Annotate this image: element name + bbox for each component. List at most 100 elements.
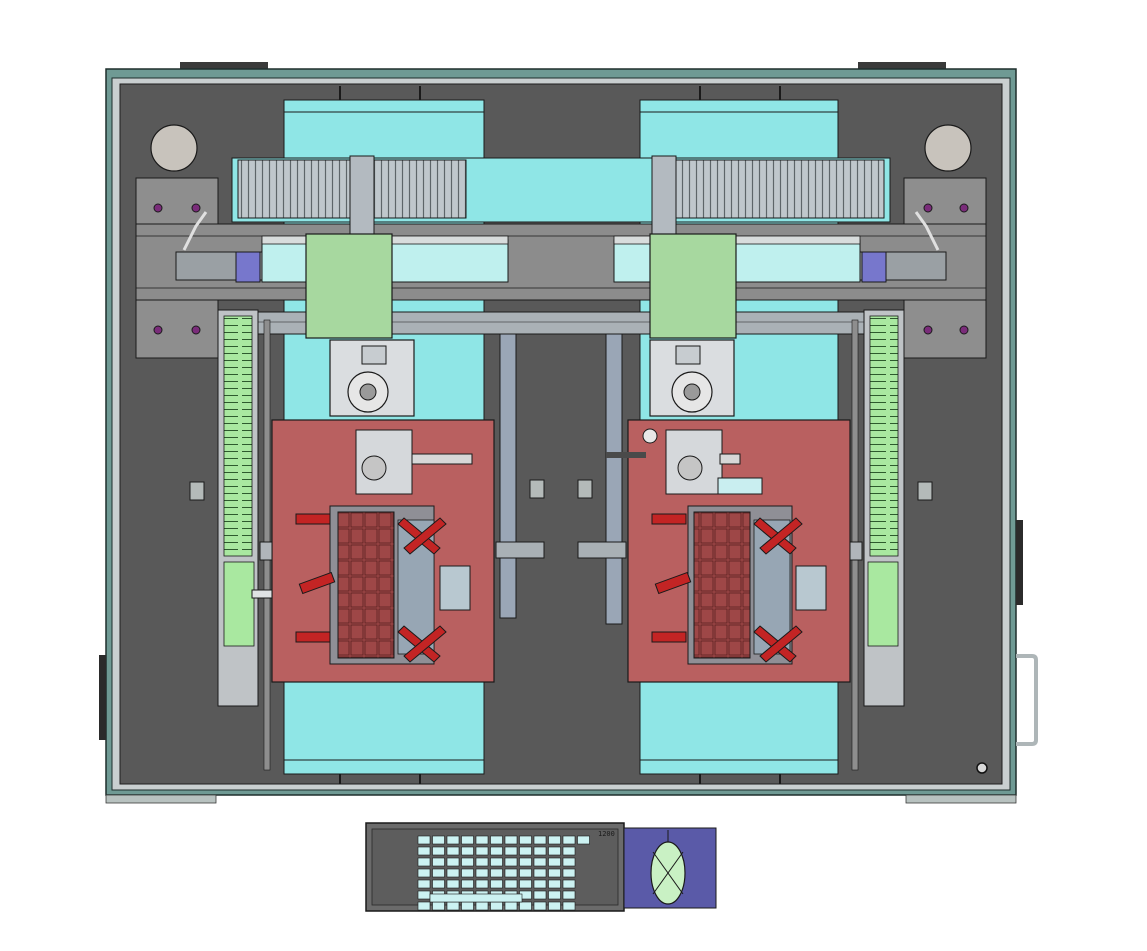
key[interactable]: [577, 835, 590, 845]
door-handle-icon[interactable]: [1016, 654, 1038, 746]
key[interactable]: [548, 846, 561, 856]
side-tab-right: [1016, 520, 1023, 605]
key[interactable]: [446, 901, 460, 911]
key[interactable]: [432, 835, 445, 845]
key[interactable]: [504, 879, 518, 889]
fin-module-right: [655, 159, 885, 219]
key[interactable]: [475, 846, 489, 856]
key[interactable]: [562, 901, 576, 911]
center-rail-right: [605, 333, 623, 625]
key[interactable]: [504, 857, 518, 867]
key[interactable]: [533, 846, 547, 856]
carriage-left: [305, 233, 393, 339]
frame-foot-right: [905, 794, 1017, 804]
clamps-right: [651, 513, 803, 663]
mouse-icon[interactable]: [650, 830, 686, 905]
center-rail-left: [499, 333, 517, 619]
key[interactable]: [490, 879, 503, 889]
key[interactable]: [562, 890, 576, 900]
key[interactable]: [446, 835, 460, 845]
key[interactable]: [533, 890, 547, 900]
key[interactable]: [519, 879, 532, 889]
key[interactable]: [490, 846, 503, 856]
key[interactable]: [417, 879, 431, 889]
side-tab-left: [99, 655, 106, 740]
key[interactable]: [562, 868, 576, 878]
cell-grid-right: [693, 511, 751, 659]
key[interactable]: [504, 846, 518, 856]
key[interactable]: [432, 879, 445, 889]
key[interactable]: [519, 857, 532, 867]
port-round-left: [150, 124, 198, 172]
key[interactable]: [461, 901, 474, 911]
key[interactable]: [417, 868, 431, 878]
floor-hole: [976, 762, 988, 774]
key[interactable]: [461, 868, 474, 878]
station-right: [606, 155, 947, 771]
frame-top-tab-right: [858, 62, 946, 70]
center-bracket-left: [495, 541, 545, 559]
key[interactable]: [490, 868, 503, 878]
key[interactable]: [548, 868, 561, 878]
motor-flange-left: [235, 251, 261, 283]
key[interactable]: [475, 857, 489, 867]
key[interactable]: [533, 901, 547, 911]
key[interactable]: [475, 868, 489, 878]
key[interactable]: [548, 835, 561, 845]
key[interactable]: [519, 835, 532, 845]
key[interactable]: [519, 901, 532, 911]
key[interactable]: [548, 890, 561, 900]
key[interactable]: [548, 901, 561, 911]
key[interactable]: [504, 901, 518, 911]
key[interactable]: [432, 901, 445, 911]
key[interactable]: [490, 857, 503, 867]
mouse-pad: [623, 827, 717, 909]
key[interactable]: [417, 846, 431, 856]
key[interactable]: [432, 846, 445, 856]
key[interactable]: [446, 868, 460, 878]
key[interactable]: [446, 879, 460, 889]
space-key[interactable]: [429, 893, 523, 903]
key[interactable]: [461, 835, 474, 845]
key[interactable]: [504, 835, 518, 845]
key[interactable]: [490, 835, 503, 845]
key[interactable]: [475, 901, 489, 911]
key[interactable]: [432, 868, 445, 878]
key[interactable]: [562, 857, 576, 867]
cell-grid-left: [337, 511, 395, 659]
key[interactable]: [417, 901, 431, 911]
key[interactable]: [432, 857, 445, 867]
key[interactable]: [504, 868, 518, 878]
key[interactable]: [446, 846, 460, 856]
key[interactable]: [533, 835, 547, 845]
key-grid: [417, 835, 590, 911]
key[interactable]: [446, 857, 460, 867]
key[interactable]: [548, 879, 561, 889]
key[interactable]: [533, 857, 547, 867]
station-left: [175, 155, 509, 771]
key[interactable]: [562, 835, 576, 845]
keyboard-icon[interactable]: 1200: [365, 822, 625, 912]
carriage-right: [649, 233, 737, 339]
key[interactable]: [533, 868, 547, 878]
key[interactable]: [490, 901, 503, 911]
key[interactable]: [562, 879, 576, 889]
frame-foot-left: [105, 794, 217, 804]
key[interactable]: [519, 846, 532, 856]
keyboard-label: 1200: [598, 830, 615, 838]
key[interactable]: [475, 835, 489, 845]
key[interactable]: [475, 879, 489, 889]
key[interactable]: [548, 857, 561, 867]
motor-flange-right: [861, 251, 887, 283]
key[interactable]: [562, 846, 576, 856]
key[interactable]: [417, 890, 431, 900]
key[interactable]: [417, 857, 431, 867]
key[interactable]: [461, 846, 474, 856]
key[interactable]: [417, 835, 431, 845]
side-sensor-left: [189, 481, 205, 501]
key[interactable]: [533, 879, 547, 889]
key[interactable]: [461, 857, 474, 867]
key[interactable]: [461, 879, 474, 889]
key[interactable]: [519, 868, 532, 878]
frame-top-tab-left: [180, 62, 268, 70]
